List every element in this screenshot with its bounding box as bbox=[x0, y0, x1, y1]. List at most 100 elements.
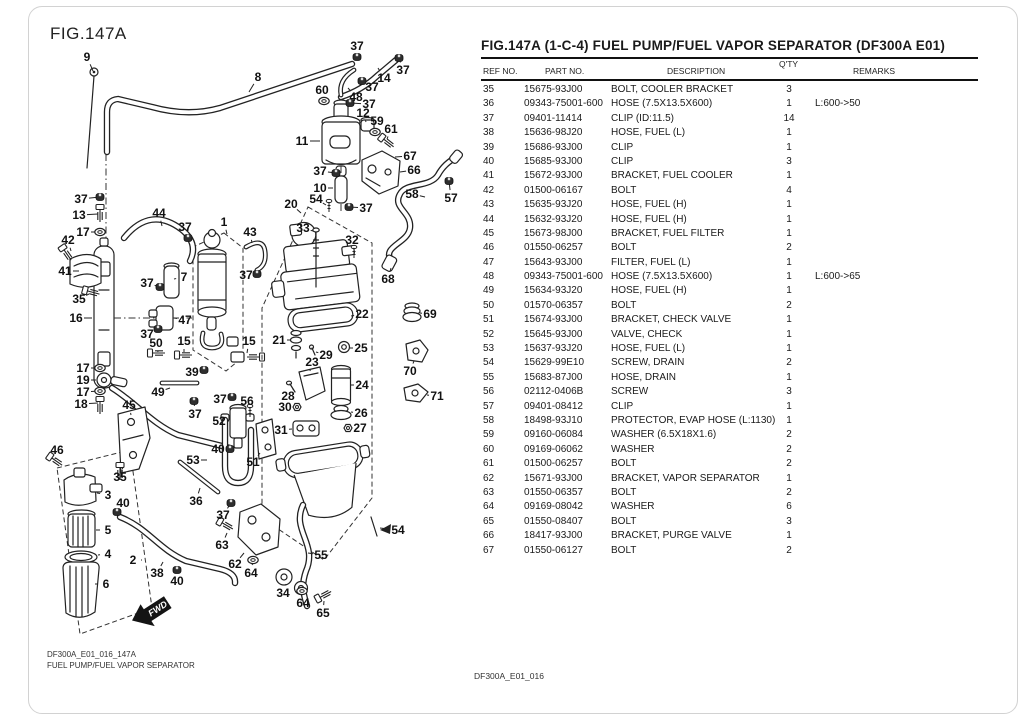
cell-qty: 1 bbox=[786, 271, 792, 283]
cell-qty: 2 bbox=[786, 458, 792, 470]
cell-description: WASHER (6.5X18X1.6) bbox=[611, 429, 717, 441]
cell-description: HOSE, FUEL (L) bbox=[611, 343, 686, 355]
cell-description: FILTER, FUEL (L) bbox=[611, 256, 691, 268]
callout-leader bbox=[379, 527, 391, 530]
callout-number: 32 bbox=[345, 233, 359, 247]
callout-number: 37 bbox=[74, 192, 88, 206]
cell-ref-no: 50 bbox=[483, 299, 495, 311]
callout-number: 24 bbox=[355, 378, 369, 392]
callout-number: 12 bbox=[356, 106, 370, 120]
cell-qty: 2 bbox=[786, 357, 792, 369]
clip-glyph bbox=[95, 193, 105, 201]
cell-ref-no: 44 bbox=[483, 213, 495, 225]
cell-qty: 6 bbox=[786, 501, 792, 513]
callout-leader bbox=[399, 170, 407, 173]
callout-number: 34 bbox=[276, 586, 290, 600]
cell-description: CLIP bbox=[611, 141, 634, 153]
callout-number: 65 bbox=[316, 606, 330, 620]
cell-description: BOLT bbox=[611, 242, 637, 254]
callout-number: 27 bbox=[353, 421, 367, 435]
cell-ref-no: 52 bbox=[483, 328, 495, 340]
clip-glyph bbox=[189, 397, 199, 405]
callout-leader bbox=[225, 229, 228, 235]
cell-remarks bbox=[803, 227, 978, 241]
cell-remarks: L:600->50 bbox=[815, 98, 861, 110]
cell-part-no: 09169-08042 bbox=[524, 501, 583, 513]
callout-number: 17 bbox=[76, 361, 90, 375]
callout-number: 45 bbox=[122, 398, 136, 412]
cell-description: BOLT bbox=[611, 184, 637, 196]
clip-glyph bbox=[199, 366, 209, 374]
cell-description: BOLT bbox=[611, 486, 637, 498]
callout-number: 31 bbox=[274, 423, 288, 437]
washer-glyph bbox=[296, 586, 308, 596]
cell-ref-no: 36 bbox=[483, 98, 495, 110]
callout-leader bbox=[173, 317, 178, 320]
cell-qty: 2 bbox=[786, 544, 792, 556]
cell-part-no: 09401-08412 bbox=[524, 400, 583, 412]
callout-number: 53 bbox=[186, 453, 200, 467]
callout-number: 37 bbox=[365, 80, 379, 94]
cell-description: HOSE (7.5X13.5X600) bbox=[611, 98, 713, 110]
callout-number: 26 bbox=[354, 406, 368, 420]
cell-part-no: 18498-93J10 bbox=[524, 414, 583, 426]
callout-number: 37 bbox=[188, 407, 202, 421]
cell-description: HOSE, FUEL (H) bbox=[611, 285, 687, 297]
cell-ref-no: 67 bbox=[483, 544, 495, 556]
callout-number: 47 bbox=[178, 313, 192, 327]
callout-leader bbox=[347, 87, 352, 92]
cell-part-no: 15632-93J20 bbox=[524, 213, 583, 225]
callout-number: 68 bbox=[381, 272, 395, 286]
cell-description: BRACKET, CHECK VALVE bbox=[611, 314, 732, 326]
washer-glyph bbox=[94, 227, 106, 237]
footer-model-code: DF300A_E01_016 bbox=[474, 671, 544, 681]
callout-number: 36 bbox=[189, 494, 203, 508]
clip-glyph bbox=[155, 283, 165, 291]
cell-remarks bbox=[803, 342, 978, 356]
callout-number: 40 bbox=[116, 496, 130, 510]
callout-leader bbox=[160, 561, 164, 567]
cell-part-no: 01570-06357 bbox=[524, 299, 583, 311]
callout-number: 37 bbox=[216, 508, 230, 522]
cell-description: BRACKET, FUEL FILTER bbox=[611, 227, 725, 239]
callout-number: 37 bbox=[396, 63, 410, 77]
cell-part-no: 15643-93J00 bbox=[524, 256, 583, 268]
cell-ref-no: 66 bbox=[483, 530, 495, 542]
cell-description: SCREW, DRAIN bbox=[611, 357, 685, 369]
callout-number: 58 bbox=[405, 187, 419, 201]
washer-glyph bbox=[247, 555, 259, 565]
callout-number: 71 bbox=[430, 389, 444, 403]
diagram-artwork: FWD bbox=[44, 56, 464, 635]
cell-description: HOSE, FUEL (H) bbox=[611, 199, 687, 211]
callout-number: 37 bbox=[140, 327, 154, 341]
cell-part-no: 01550-08407 bbox=[524, 515, 583, 527]
cell-remarks bbox=[803, 486, 978, 500]
cell-ref-no: 40 bbox=[483, 155, 495, 167]
callout-number: 51 bbox=[246, 455, 260, 469]
clip-glyph bbox=[153, 325, 163, 333]
cell-description: CLIP bbox=[611, 155, 634, 167]
callout-number: 43 bbox=[243, 225, 257, 239]
callout-number: 16 bbox=[69, 311, 83, 325]
cell-remarks bbox=[803, 299, 978, 313]
clip-glyph bbox=[331, 169, 341, 177]
callout-leader bbox=[350, 314, 355, 317]
nut-glyph bbox=[292, 402, 302, 412]
cell-ref-no: 61 bbox=[483, 458, 495, 470]
cell-ref-no: 56 bbox=[483, 386, 495, 398]
parts-table-panel: FIG.147A (1-C-4) FUEL PUMP/FUEL VAPOR SE… bbox=[481, 38, 978, 558]
cell-remarks bbox=[803, 500, 978, 514]
cell-ref-no: 65 bbox=[483, 515, 495, 527]
table-header: REF NO. PART NO. DESCRIPTION Q'TY REMARK… bbox=[481, 59, 978, 81]
callout-number: 22 bbox=[355, 307, 369, 321]
callout-leader bbox=[386, 136, 389, 140]
